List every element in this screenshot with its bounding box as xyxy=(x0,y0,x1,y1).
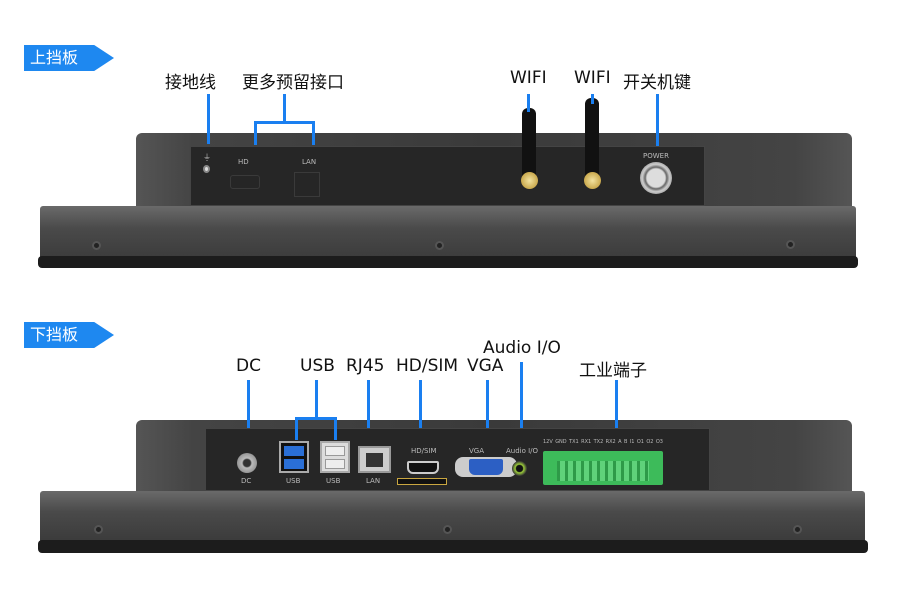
label-power: 开关机键 xyxy=(623,73,691,93)
power-label: POWER xyxy=(643,152,669,160)
vga-panel-label: VGA xyxy=(469,447,485,455)
label-rj45: RJ45 xyxy=(346,356,385,376)
sim-slot xyxy=(397,478,447,485)
pin-label: B xyxy=(623,439,628,445)
pointer-wifi-1 xyxy=(527,94,530,112)
label-audio: Audio I/O xyxy=(483,338,561,358)
screw-icon xyxy=(793,525,802,534)
usb1-panel-label: USB xyxy=(286,477,301,485)
label-wifi-1: WIFI xyxy=(510,68,547,88)
hd-label: HD xyxy=(238,158,249,166)
pin-label: RX2 xyxy=(605,439,616,445)
pin-label: TX1 xyxy=(569,439,579,445)
top-bezel xyxy=(40,206,856,262)
bottom-bezel xyxy=(40,491,865,543)
pointer-usb-1 xyxy=(295,417,298,440)
wifi-antenna-1 xyxy=(522,108,536,178)
pin-label: RX1 xyxy=(581,439,592,445)
pointer-reserved-bar xyxy=(254,121,315,124)
label-vga: VGA xyxy=(467,356,504,376)
pointer-usb-bar xyxy=(295,417,337,420)
screw-icon xyxy=(435,241,444,250)
wifi-connector-1 xyxy=(521,172,538,189)
pointer-hdsim xyxy=(419,380,422,428)
pin-label: A xyxy=(618,439,622,445)
screw-icon xyxy=(92,241,101,250)
rj45-port xyxy=(358,446,391,473)
pointer-audio xyxy=(520,362,523,428)
hdmi-port xyxy=(407,461,439,474)
audio-panel-label: Audio I/O xyxy=(506,447,539,455)
pin-label: GND xyxy=(555,439,567,445)
pointer-usb-2 xyxy=(334,417,337,440)
label-usb: USB xyxy=(300,356,335,376)
screw-icon xyxy=(443,525,452,534)
pointer-terminal xyxy=(615,380,618,428)
dc-jack xyxy=(237,453,257,473)
wifi-antenna-2 xyxy=(585,98,599,178)
top-bezel-lip xyxy=(38,256,858,268)
label-hdsim: HD/SIM xyxy=(396,356,459,376)
hdsim-panel-label: HD/SIM xyxy=(411,447,437,455)
audio-jack xyxy=(512,461,527,476)
wifi-connector-2 xyxy=(584,172,601,189)
pointer-reserved-lan xyxy=(312,121,315,145)
pin-label: O2 xyxy=(646,439,654,445)
pointer-ground xyxy=(207,94,210,144)
lan-port-reserved xyxy=(294,172,320,197)
lan-label: LAN xyxy=(302,158,317,166)
label-ground: 接地线 xyxy=(165,73,216,93)
ground-screw xyxy=(203,165,210,173)
screw-icon xyxy=(786,240,795,249)
pointer-power xyxy=(656,94,659,146)
label-reserved: 更多预留接口 xyxy=(242,73,344,93)
vga-port xyxy=(455,457,517,477)
top-port-plate xyxy=(190,146,705,206)
pointer-reserved-hd xyxy=(254,121,257,145)
power-button[interactable] xyxy=(640,162,672,194)
pointer-rj45 xyxy=(367,380,370,428)
usb2-port xyxy=(320,441,350,473)
bottom-panel-tag: 下挡板 xyxy=(24,322,114,348)
dc-panel-label: DC xyxy=(241,477,252,485)
screw-icon xyxy=(94,525,103,534)
bottom-bezel-lip xyxy=(38,540,868,553)
pointer-dc xyxy=(247,380,250,428)
label-terminal: 工业端子 xyxy=(579,361,647,381)
top-panel-tag: 上挡板 xyxy=(24,45,114,71)
pin-label: TX2 xyxy=(593,439,604,445)
lan-panel-label: LAN xyxy=(366,477,381,485)
pointer-reserved xyxy=(283,94,286,122)
label-dc: DC xyxy=(236,356,261,376)
pin-label: I1 xyxy=(629,439,635,445)
pin-label: O1 xyxy=(636,439,644,445)
usb2-panel-label: USB xyxy=(326,477,341,485)
ground-symbol: ⏚ xyxy=(203,153,211,162)
pointer-vga xyxy=(486,380,489,428)
label-wifi-2: WIFI xyxy=(574,68,611,88)
pin-label: 12V xyxy=(543,439,553,445)
pointer-wifi-2 xyxy=(591,94,594,104)
pin-label: O3 xyxy=(655,439,663,445)
usb3-port xyxy=(279,441,309,473)
industrial-terminal-block xyxy=(543,451,663,485)
hd-port-reserved xyxy=(230,175,260,189)
pointer-usb xyxy=(315,380,318,418)
